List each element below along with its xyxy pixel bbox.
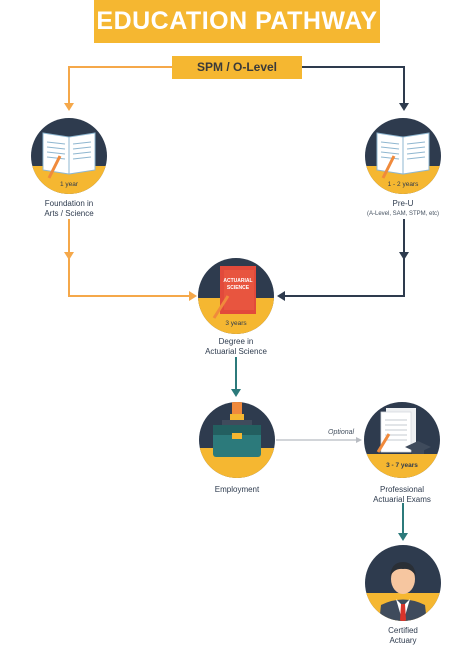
preu-label-line1: Pre-U (392, 199, 414, 208)
degree-book-text-2: SCIENCE (227, 285, 250, 291)
start-node: SPM / O-Level (172, 56, 302, 79)
employment-icon (199, 402, 275, 478)
connector-degree-employment (231, 357, 241, 397)
certified-label-line2: Actuary (389, 636, 417, 645)
certified-icon (365, 545, 441, 621)
degree-label-line2: Actuarial Science (205, 347, 267, 356)
start-label: SPM / O-Level (196, 60, 278, 74)
page-title: EDUCATION PATHWAY (96, 7, 378, 35)
connector-foundation-degree (64, 219, 197, 301)
degree-book-text-1: ACTUARIAL (223, 278, 252, 284)
preu-duration: 1 - 2 years (387, 181, 419, 188)
optional-label: Optional (328, 429, 355, 436)
exams-label-line1: Professional (379, 485, 425, 494)
certified-label-line1: Certified (388, 626, 418, 635)
foundation-label-line2: Arts / Science (44, 209, 94, 218)
foundation-label-line1: Foundation in (44, 199, 94, 208)
connector-exams-certified (398, 503, 408, 541)
connector-employment-exams (276, 437, 362, 443)
degree-label: Degree in Actuarial Science (176, 337, 296, 357)
preu-label: Pre-U (A-Level, SAM, STPM, etc) (343, 199, 463, 219)
connector-preu-degree (277, 219, 409, 301)
exams-label-line2: Actuarial Exams (373, 495, 431, 504)
title-banner: EDUCATION PATHWAY (94, 0, 380, 43)
connector-start-preu (302, 66, 409, 111)
foundation-duration: 1 year (59, 181, 79, 188)
foundation-icon (31, 118, 107, 194)
degree-duration: 3 years (225, 320, 247, 327)
connector-start-foundation (64, 66, 172, 111)
foundation-label: Foundation in Arts / Science (19, 199, 119, 219)
degree-label-line1: Degree in (218, 337, 254, 346)
degree-icon (198, 258, 274, 334)
exams-duration: 3 - 7 years (386, 462, 418, 469)
preu-label-line2: (A-Level, SAM, STPM, etc) (366, 211, 439, 217)
employment-label: Employment (214, 485, 260, 494)
certified-label: Certified Actuary (353, 626, 453, 646)
exams-label: Professional Actuarial Exams (352, 485, 452, 505)
